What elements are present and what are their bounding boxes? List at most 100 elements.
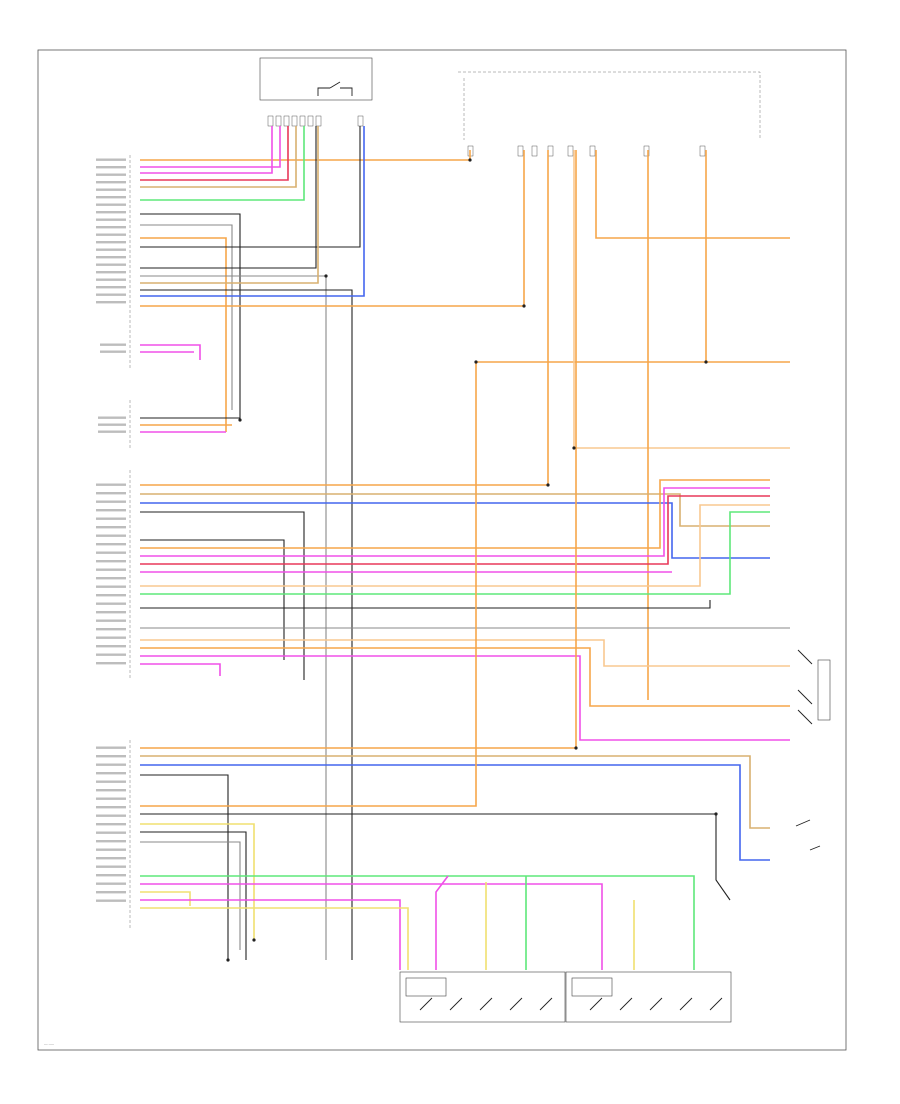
wire-lr-battery (140, 150, 577, 749)
pin-label-placeholder (96, 233, 126, 236)
pin-label-placeholder (100, 350, 126, 353)
pin-label-placeholder (96, 772, 126, 775)
pin-label-placeholder (96, 286, 126, 289)
fuse-pins (467, 145, 706, 157)
wire-fp-express (140, 511, 770, 595)
right-rear-lock-switch (795, 819, 821, 851)
pin-label-placeholder (98, 416, 126, 419)
pin-label-placeholder (96, 899, 126, 902)
wire-fp-lock-blue (140, 502, 770, 559)
wire-lock-red (140, 126, 289, 181)
pin-label-placeholder (96, 780, 126, 783)
pin-label-placeholder (96, 611, 126, 614)
pin-label-placeholder (96, 196, 126, 199)
wire-lr-serial (140, 883, 603, 970)
relay-contact (317, 87, 353, 96)
switch-label-box-left (405, 977, 447, 997)
pin-label-placeholder (96, 278, 126, 281)
pin-label-placeholder (96, 241, 126, 244)
wire-ground-black-1 (140, 213, 241, 420)
pin-label-placeholder (96, 763, 126, 766)
pin-label-placeholder (98, 430, 126, 433)
pin-label-placeholder (96, 746, 126, 749)
pin-label-placeholder (96, 662, 126, 665)
splice-dot (522, 304, 526, 308)
splice-dot (704, 360, 708, 364)
pin-label-placeholder (96, 158, 126, 161)
wire-lr-lock-blue (140, 764, 770, 861)
pin-label-placeholder (96, 865, 126, 868)
wire-lr-yellow-2 (140, 891, 191, 906)
pin-label-placeholder (96, 517, 126, 520)
top-relay-box (259, 57, 373, 101)
wire-ground-black-3 (140, 126, 317, 269)
splice-dots (226, 158, 718, 962)
wire-fp-lock-red (140, 495, 770, 565)
switch-label-box-right (571, 977, 613, 997)
wire-switch-pink (435, 875, 449, 970)
pin-label-placeholder (98, 423, 126, 426)
pin-label-placeholder (96, 628, 126, 631)
pin-label-placeholder (96, 526, 126, 529)
pin-label-placeholder (96, 789, 126, 792)
pin-label-placeholder (96, 823, 126, 826)
pin-label-placeholder (96, 560, 126, 563)
pin-label-placeholder (96, 218, 126, 221)
wire-lr-lock-tan (140, 755, 770, 829)
splice-dot (572, 446, 576, 450)
wire-lr-battery-2 (140, 362, 477, 807)
wire-lr-gray (140, 841, 241, 950)
wire-express-green (140, 126, 305, 201)
wire-lock-status-tan (140, 126, 319, 284)
pin-label-placeholder (96, 882, 126, 885)
wire-lock-status-gray (140, 275, 327, 960)
wire-lr-express (140, 875, 695, 970)
wire-fp-battery-2 (140, 479, 770, 549)
wire-fp-unlock (140, 504, 770, 587)
pin-label-group (96, 158, 126, 902)
pin-label-placeholder (96, 645, 126, 648)
pin-label-placeholder (96, 301, 126, 304)
pin-label-placeholder (96, 755, 126, 758)
diagram-border (37, 49, 847, 1051)
wire-serial-pink-3 (140, 344, 201, 360)
wire-lr-ground (140, 774, 229, 960)
pin-label-placeholder (96, 211, 126, 214)
pin-label-placeholder (96, 814, 126, 817)
pin-label-placeholder (96, 188, 126, 191)
pin-label-placeholder (96, 203, 126, 206)
wire-group (140, 126, 790, 970)
pin-label-placeholder (96, 271, 126, 274)
pin-label-placeholder (96, 509, 126, 512)
wire-lr-yellow-1 (140, 823, 255, 940)
pin-label-placeholder (96, 857, 126, 860)
wire-battery-orange-2 (140, 237, 227, 432)
splice-dot (252, 938, 256, 942)
top-connector-pins (267, 115, 364, 127)
pin-label-placeholder (96, 568, 126, 571)
wire-fp-ground-3 (140, 600, 711, 609)
wire-right-lightorange (573, 150, 790, 449)
pin-label-placeholder (96, 577, 126, 580)
pin-label-placeholder (96, 248, 126, 251)
fuse-block-boundary (458, 71, 761, 140)
pin-label-placeholder (96, 534, 126, 537)
pin-label-placeholder (96, 653, 126, 656)
wire-serial-data-pink-2 (140, 126, 273, 174)
pin-label-placeholder (96, 500, 126, 503)
wire-unlock-tan (140, 126, 297, 188)
splice-dot (324, 274, 328, 278)
wire-right-orange-2 (476, 150, 707, 363)
wire-lr-ground-2 (140, 813, 731, 901)
pin-label-placeholder (96, 293, 126, 296)
wire-lr-serial-2 (140, 899, 401, 970)
wire-fp-serial-1 (140, 487, 770, 557)
pin-label-placeholder (100, 343, 126, 346)
splice-dot (474, 360, 478, 364)
wire-lock-blue (140, 126, 365, 297)
splice-dot (468, 158, 472, 162)
pin-label-placeholder (96, 797, 126, 800)
pin-label-placeholder (96, 543, 126, 546)
pin-label-placeholder (96, 483, 126, 486)
